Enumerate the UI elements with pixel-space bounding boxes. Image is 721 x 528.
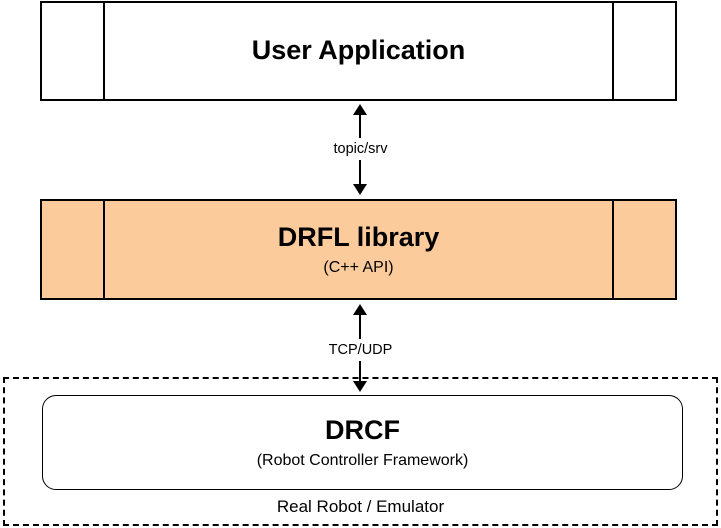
arrow-head-up-icon [353,104,367,115]
connector-topic-srv-label: topic/srv [327,138,394,160]
user-application-main-cell: User Application [103,1,614,101]
drcf-subtitle: (Robot Controller Framework) [256,451,469,469]
connector-tcp-udp-label: TCP/UDP [322,339,399,361]
drfl-library-right-cell [612,199,677,300]
connector-tcp-udp-label-wrap: TCP/UDP [0,339,721,361]
drfl-library-left-cell [40,199,105,300]
drcf-box: DRCF (Robot Controller Framework) [42,395,683,490]
user-application-right-cell [612,1,677,101]
robot-region-boundary: DRCF (Robot Controller Framework) Real R… [3,377,718,526]
drfl-library-layer: DRFL library (C++ API) [40,199,681,300]
arrow-head-up-icon [353,304,367,315]
drfl-library-title: DRFL library [277,221,440,252]
user-application-layer: User Application [40,1,681,101]
arrow-head-down-icon [353,184,367,195]
drfl-library-subtitle: (C++ API) [323,258,394,276]
arrow-head-down-icon [353,381,367,392]
connector-topic-srv-label-wrap: topic/srv [0,138,721,160]
user-application-title: User Application [251,35,466,66]
drcf-title: DRCF [325,414,400,445]
robot-region-caption: Real Robot / Emulator [276,497,445,516]
drfl-library-main-cell: DRFL library (C++ API) [103,199,614,300]
user-application-left-cell [40,1,105,101]
